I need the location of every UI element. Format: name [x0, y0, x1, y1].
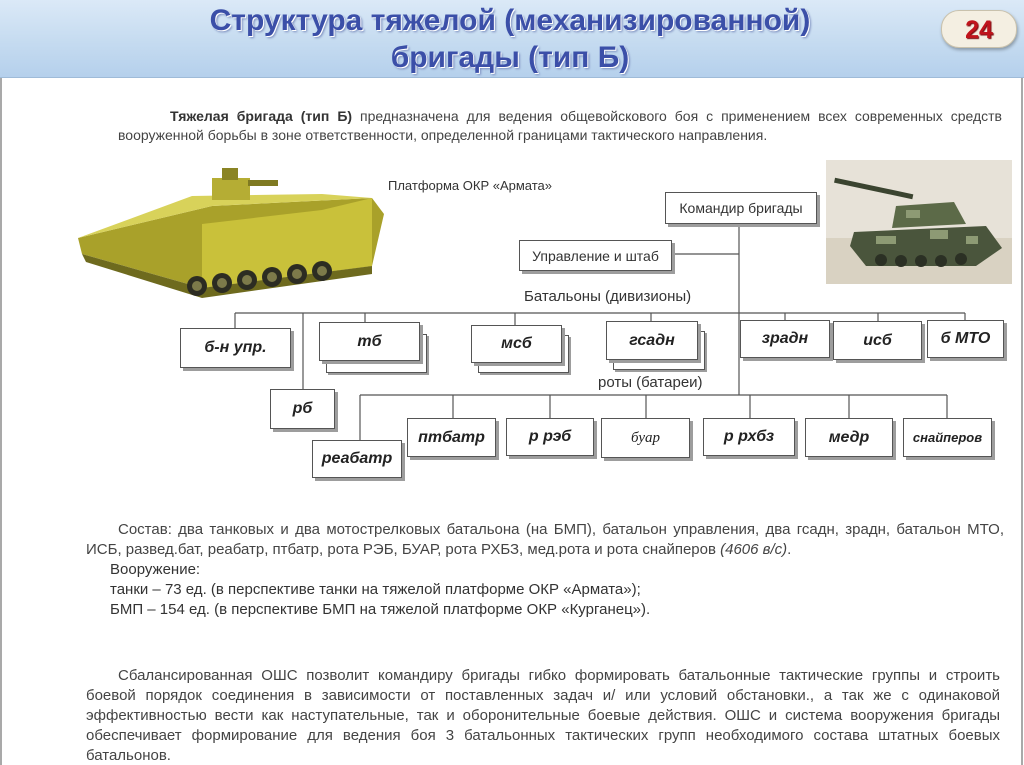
recon-battalion-box: рб — [270, 389, 335, 429]
armament-tanks: танки – 73 ед. (в перспективе танки на т… — [110, 581, 641, 598]
battalion-hq-box: б-н упр. — [180, 328, 291, 368]
slide-title: Структура тяжелой (механизированной) бри… — [90, 2, 930, 76]
composition-section: Состав: два танковых и два мотострелковы… — [86, 520, 1004, 620]
title-line-2: бригады (тип Б) — [390, 41, 630, 74]
engineer-battalion-box: исб — [833, 321, 922, 360]
intro-text: предназначена для ведения общевойскового… — [118, 108, 1002, 143]
commander-box: Командир бригады — [665, 192, 817, 224]
air-defense-battalion-box: зрадн — [740, 320, 830, 358]
slide-header: Структура тяжелой (механизированной) бри… — [0, 0, 1024, 78]
intro-paragraph: Тяжелая бригада (тип Б) предназначена дл… — [118, 107, 1002, 145]
ew-company-box: р рэб — [506, 418, 594, 456]
uav-company-box: буар — [601, 418, 690, 458]
composition-text: Состав: два танковых и два мотострелковы… — [86, 521, 1004, 558]
composition-paragraph: Состав: два танковых и два мотострелковы… — [86, 520, 1004, 560]
sniper-company-box: снайперов — [903, 418, 992, 457]
rocket-battery-box: реабатр — [312, 440, 402, 478]
companies-label: роты (батареи) — [598, 374, 703, 391]
nbc-company-box: р рхбз — [703, 418, 795, 456]
title-line-1: Структура тяжелой (механизированной) — [209, 4, 811, 37]
logistics-battalion-box: б МТО — [927, 320, 1004, 358]
page-number-badge: 24 — [941, 10, 1017, 48]
intro-lead: Тяжелая бригада (тип Б) — [170, 108, 353, 124]
motor-rifle-battalion-box: мсб — [471, 325, 562, 363]
tank-battalion-box: тб — [319, 322, 420, 361]
armament-title: Вооружение: — [110, 561, 201, 578]
right-border — [1021, 78, 1023, 765]
armament-ifv: БМП – 154 ед. (в перспективе БМП на тяже… — [110, 601, 651, 618]
armata-vehicle-image — [78, 168, 384, 298]
artillery-battalion-box: гсадн — [606, 321, 698, 360]
left-border — [0, 78, 2, 765]
hq-box: Управление и штаб — [519, 240, 672, 271]
composition-period: . — [787, 541, 792, 558]
battalions-label: Батальоны (дивизионы) — [524, 288, 692, 305]
medical-company-box: медр — [805, 418, 893, 457]
closing-paragraph: Сбалансированная ОШС позволит командиру … — [86, 667, 1000, 764]
personnel-strength: (4606 в/с) — [720, 541, 788, 558]
tank-photo — [826, 160, 1012, 284]
platform-caption: Платформа ОКР «Армата» — [388, 178, 553, 193]
antitank-battery-box: птбатр — [407, 418, 496, 457]
